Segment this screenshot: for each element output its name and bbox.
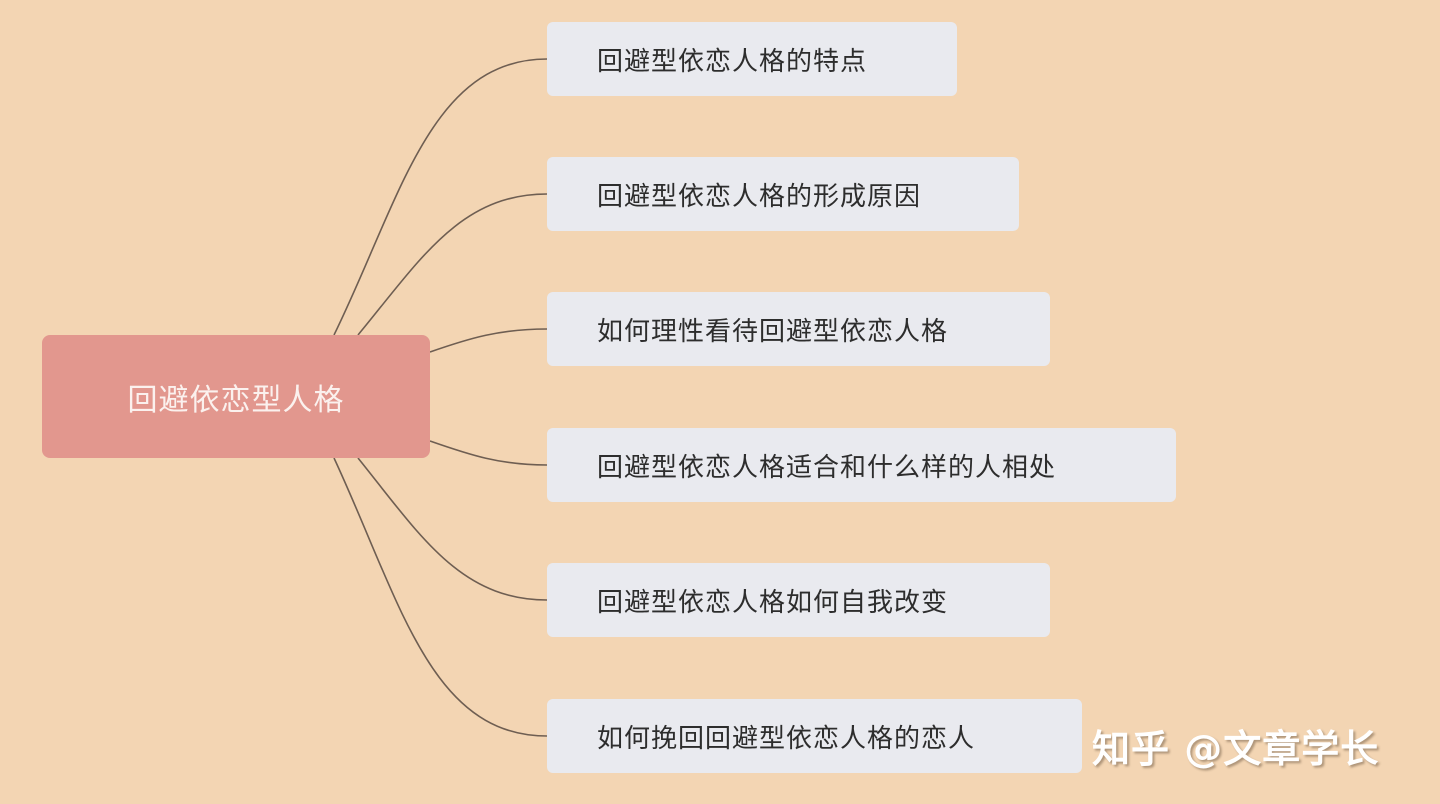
branch-topic-6[interactable]: 如何挽回回避型依恋人格的恋人: [547, 699, 1082, 773]
root-topic-label: 回避依恋型人格: [127, 382, 345, 418]
connector-5: [357, 457, 548, 601]
branch-topic-4[interactable]: 回避型依恋人格适合和什么样的人相处: [547, 428, 1176, 502]
branch-topic-label: 回避型依恋人格的形成原因: [597, 181, 922, 212]
connector-3: [429, 328, 548, 353]
branch-topic-label: 回避型依恋人格适合和什么样的人相处: [597, 452, 1057, 483]
connector-6: [333, 457, 548, 737]
watermark: 知乎 @文章学长: [1092, 727, 1380, 771]
branch-topic-3[interactable]: 如何理性看待回避型依恋人格: [547, 292, 1050, 366]
connector-1: [333, 58, 548, 336]
branch-topic-2[interactable]: 回避型依恋人格的形成原因: [547, 157, 1019, 231]
root-topic[interactable]: 回避依恋型人格: [42, 335, 430, 458]
branch-topic-5[interactable]: 回避型依恋人格如何自我改变: [547, 563, 1050, 637]
branch-topic-label: 回避型依恋人格的特点: [597, 46, 868, 77]
branch-topic-label: 回避型依恋人格如何自我改变: [597, 587, 949, 618]
branch-topic-label: 如何挽回回避型依恋人格的恋人: [597, 723, 976, 754]
connector-4: [429, 440, 548, 466]
branch-topic-1[interactable]: 回避型依恋人格的特点: [547, 22, 957, 96]
branch-topic-label: 如何理性看待回避型依恋人格: [597, 316, 949, 347]
connector-2: [357, 193, 548, 336]
